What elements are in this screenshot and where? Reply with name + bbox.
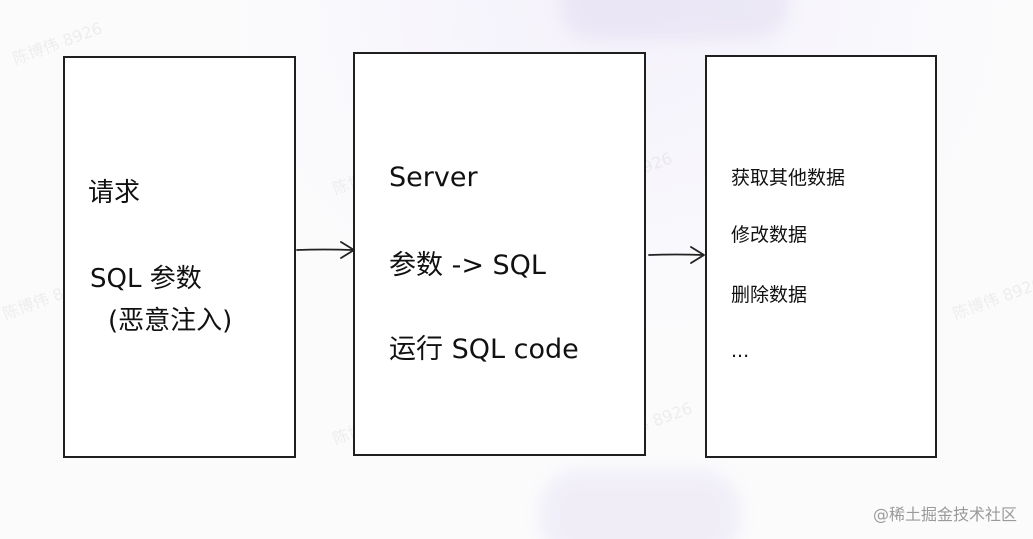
bottom-decoration xyxy=(540,470,740,539)
top-decoration xyxy=(560,0,790,40)
params-to-sql-label: 参数 -> SQL xyxy=(389,250,546,281)
consequence-item: 获取其他数据 xyxy=(731,167,846,189)
consequences-box xyxy=(705,55,937,458)
server-box xyxy=(353,52,646,456)
request-label: 请求 xyxy=(88,178,141,208)
site-watermark: @稀土掘金技术社区 xyxy=(872,505,1017,524)
arrow-right-icon xyxy=(296,241,355,259)
malicious-injection-label: (恶意注入) xyxy=(108,306,233,336)
consequence-item: 删除数据 xyxy=(731,284,808,306)
arrow-right-icon xyxy=(648,246,705,264)
consequence-item: ... xyxy=(731,340,750,362)
faint-watermark: 陈博伟 8926 xyxy=(950,273,1033,324)
run-sql-code-label: 运行 SQL code xyxy=(389,334,579,365)
consequence-item: 修改数据 xyxy=(731,224,808,246)
server-label: Server xyxy=(389,162,478,193)
request-box xyxy=(63,56,296,458)
sql-params-label: SQL 参数 xyxy=(90,264,202,294)
